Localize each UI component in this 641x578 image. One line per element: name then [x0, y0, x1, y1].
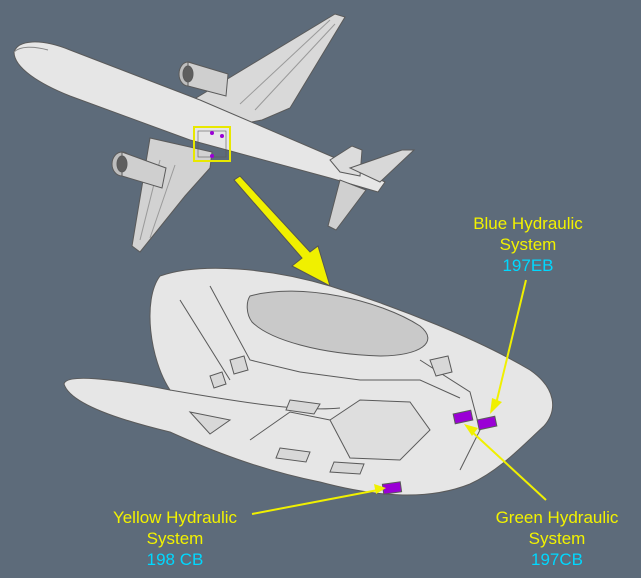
upper-engine	[178, 61, 229, 97]
lower-wing	[131, 137, 213, 253]
callout-yellow-code: 198 CB	[146, 550, 204, 569]
belly-fairing	[246, 290, 429, 357]
horizontal-stabilizer-upper	[348, 149, 416, 183]
fuselage-body	[13, 41, 386, 193]
callout-blue-code: 197EB	[502, 256, 554, 275]
leader-line-green	[469, 429, 547, 501]
panel-marker-dot	[210, 131, 214, 135]
zoom-arrow-icon	[233, 175, 331, 287]
lower-engine	[111, 151, 167, 189]
fuselage-section-body	[63, 267, 553, 496]
callout-green-hydraulic: Green Hydraulic System 197CB	[482, 507, 632, 570]
panel-marker-dot	[220, 134, 224, 138]
fuselage-section-icon	[63, 267, 553, 496]
panel-marker-green	[452, 409, 474, 425]
leader-lines	[251, 279, 547, 515]
aircraft-topview-icon	[13, 13, 416, 253]
leader-line-yellow	[251, 489, 379, 515]
callout-blue-hydraulic: Blue Hydraulic System 197EB	[458, 213, 598, 276]
callout-yellow-line1: Yellow Hydraulic	[112, 508, 238, 527]
zoom-region-box	[193, 126, 231, 162]
panel-marker-dot	[210, 154, 214, 158]
callout-green-line2: System	[528, 529, 586, 548]
callout-yellow-hydraulic: Yellow Hydraulic System 198 CB	[100, 507, 250, 570]
leader-line-blue	[495, 279, 527, 405]
callout-green-line1: Green Hydraulic	[495, 508, 619, 527]
callout-blue-line1: Blue Hydraulic	[473, 214, 583, 233]
callout-yellow-line2: System	[146, 529, 204, 548]
horizontal-stabilizer-lower	[327, 179, 367, 231]
panel-marker-blue	[476, 415, 498, 431]
callout-blue-line2: System	[499, 235, 557, 254]
callout-green-code: 197CB	[531, 550, 583, 569]
